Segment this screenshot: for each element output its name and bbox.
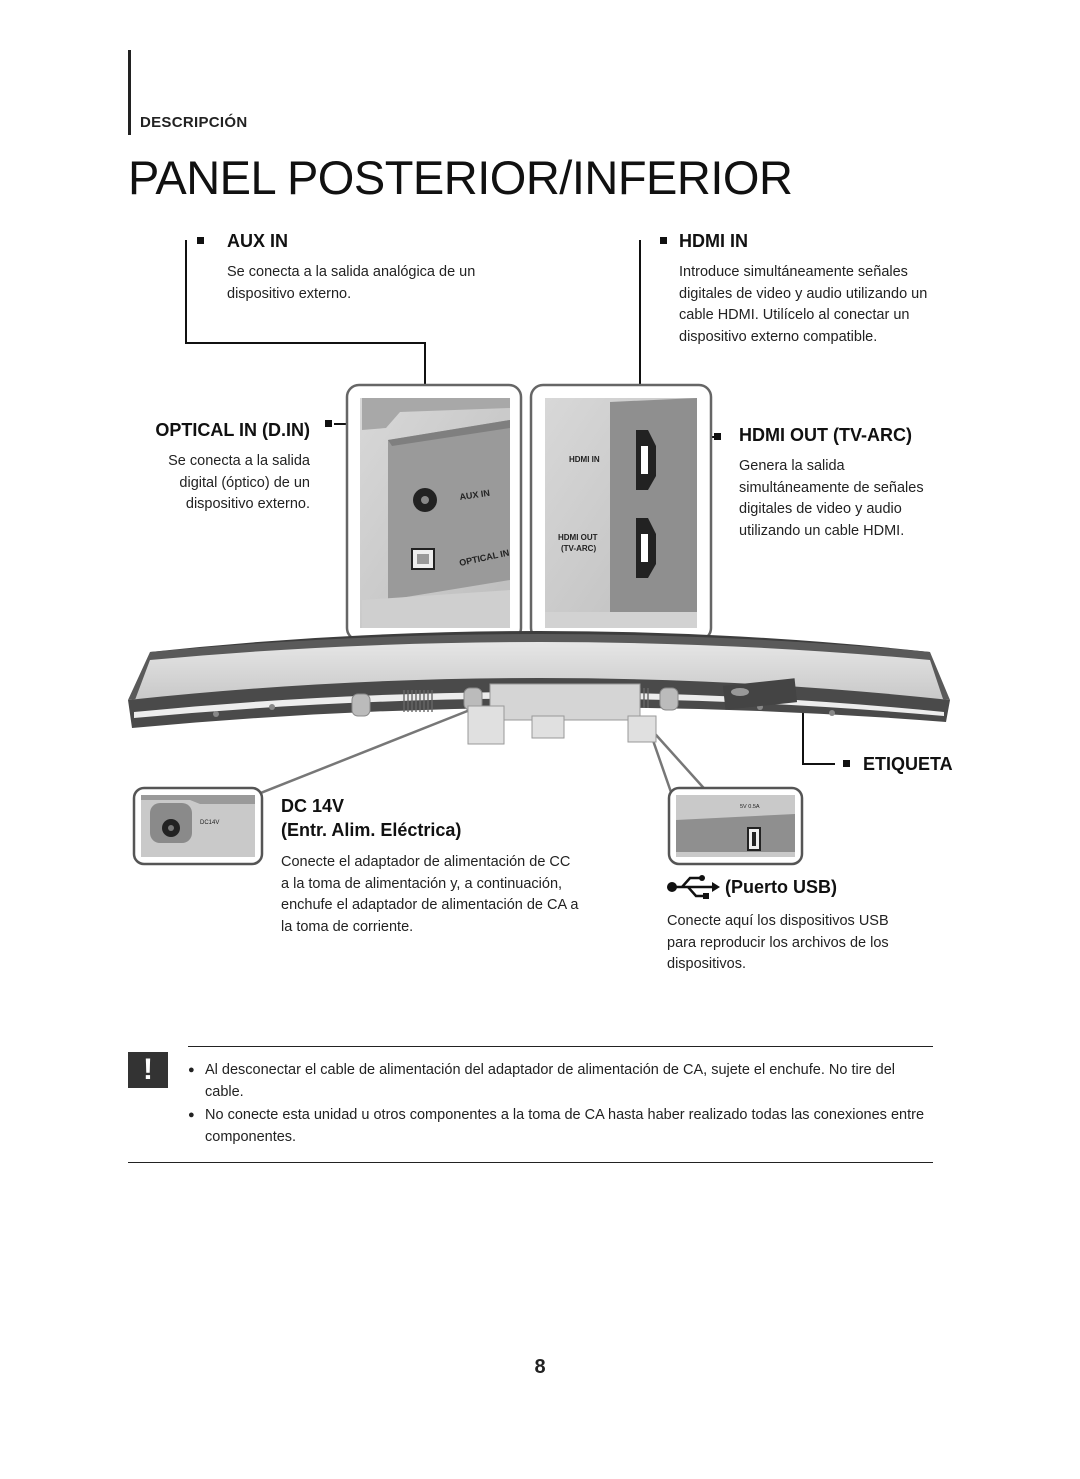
usb-description: Conecte aquí los dispositivos USB para r… [667, 913, 889, 972]
hdmi-out-title: HDMI OUT (TV-ARC) [739, 425, 912, 445]
aux-in-port-label: AUX IN [459, 488, 491, 502]
optical-in-description: Se conecta a la salida digital (óptico) … [168, 453, 310, 512]
dc-description: Conecte el adaptador de alimentación de … [281, 854, 579, 935]
etiqueta-label-plate [722, 678, 798, 710]
rear-panel-diagram: AUX IN OPTICAL IN HDMI IN HDMI OUT (TV-A… [128, 237, 950, 899]
hdmi-in-title: HDMI IN [679, 231, 748, 251]
page-title: PANEL POSTERIOR/INFERIOR [128, 151, 793, 204]
dc-title: DC 14V [281, 796, 345, 816]
page-number: 8 [534, 1356, 546, 1378]
aux-in-title: AUX IN [227, 231, 289, 251]
note-item: Al desconectar el cable de alimentación … [188, 1060, 933, 1103]
etiqueta-title: ETIQUETA [863, 754, 953, 774]
section-divider [128, 50, 131, 135]
hdmi-in-description: Introduce simultáneamente señales digita… [679, 264, 928, 345]
hdmi-out-description: Genera la salida simultáneamente de seña… [739, 458, 924, 539]
usb-icon [667, 875, 720, 899]
aux-in-description: Se conecta a la salida analógica de un d… [227, 264, 476, 302]
note-item: No conecte esta unidad u otros component… [188, 1105, 933, 1148]
hdmi-out-port-label: HDMI OUT [558, 533, 598, 542]
hdmi-in-port-label: HDMI IN [569, 455, 600, 464]
section-label: DESCRIPCIÓN [140, 114, 248, 131]
usb-rating-label: 5V 0.5A [740, 804, 760, 810]
dc-port-label: DC14V [200, 820, 219, 826]
dc-subtitle: (Entr. Alim. Eléctrica) [281, 820, 462, 840]
caution-icon: ! [128, 1052, 168, 1088]
note-bottom-rule [128, 1162, 933, 1163]
caution-notes: Al desconectar el cable de alimentación … [188, 1060, 933, 1150]
optical-in-title: OPTICAL IN (D.IN) [155, 420, 310, 440]
note-top-rule [188, 1046, 933, 1047]
hdmi-out-arc-label: (TV-ARC) [561, 544, 596, 553]
usb-title: (Puerto USB) [725, 877, 837, 897]
